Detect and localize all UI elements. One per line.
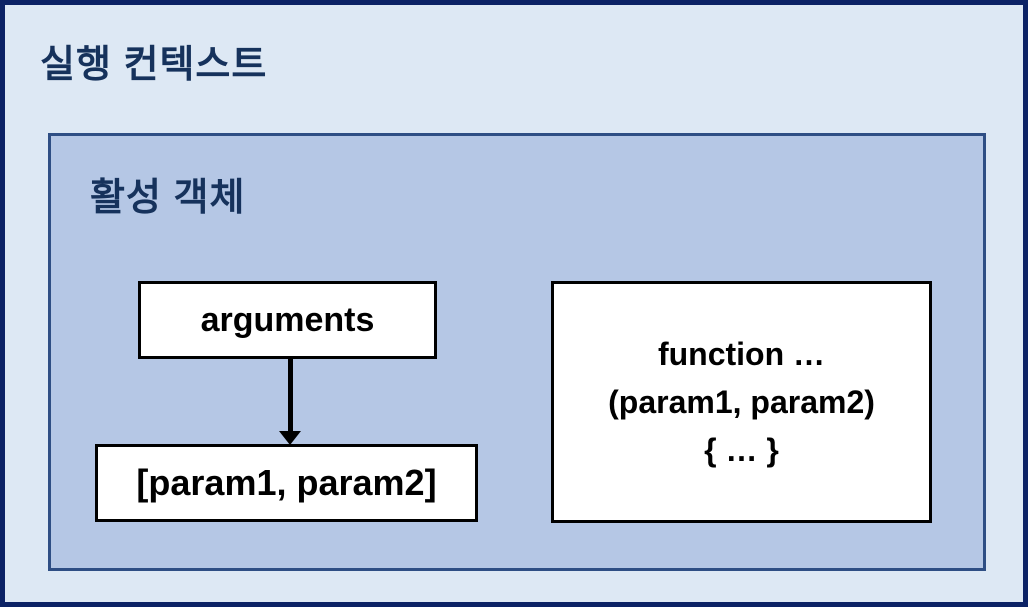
- function-node-line2: (param1, param2): [608, 384, 875, 420]
- activation-object-box: 활성 객체 arguments [param1, param2] functio…: [48, 133, 986, 571]
- arrow-down-icon: [279, 431, 301, 445]
- activation-object-title: 활성 객체: [90, 177, 246, 219]
- arrow-down-shaft: [288, 359, 293, 433]
- params-array-node-label: [param1, param2]: [136, 462, 437, 503]
- function-node: function … (param1, param2) { … }: [551, 281, 932, 523]
- execution-context-title: 실행 컨텍스트: [40, 44, 268, 86]
- params-array-node: [param1, param2]: [95, 444, 478, 522]
- function-node-line1: function …: [657, 336, 826, 372]
- arguments-node-label: arguments: [200, 300, 375, 339]
- arguments-node: arguments: [138, 281, 437, 359]
- function-node-line3: { … }: [704, 432, 779, 468]
